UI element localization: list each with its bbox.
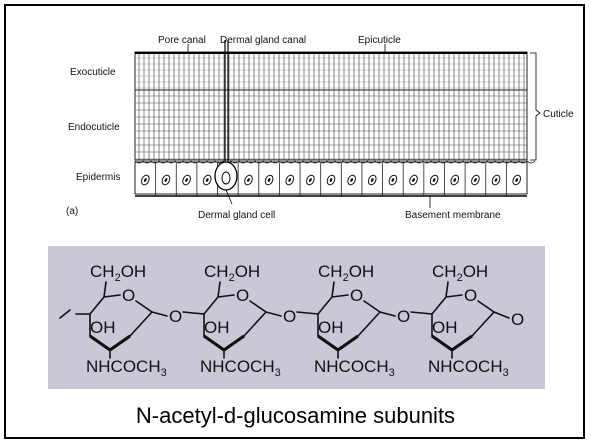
chitin-panel-background — [48, 246, 545, 389]
glycosidic-oxygen-label: O — [283, 307, 296, 326]
oh-label: OH — [432, 318, 458, 337]
ch2oh-label: CH2OH — [432, 262, 488, 284]
oh-label: OH — [90, 318, 116, 337]
epidermis-layer — [134, 161, 528, 195]
cuticle-diagram: Pore canal Dermal gland canal Epicuticle… — [66, 35, 574, 221]
pore-canal-lines — [138, 54, 525, 160]
caption: N-acetyl-d-glucosamine subunits — [135, 403, 456, 428]
nhcoch3-label: NHCOCH3 — [200, 357, 281, 379]
endocuticle-layer — [134, 89, 528, 161]
label-exocuticle: Exocuticle — [70, 67, 116, 78]
label-epicuticle: Epicuticle — [358, 35, 401, 46]
nhcoch3-label: NHCOCH3 — [428, 357, 509, 379]
label-basement-membrane: Basement membrane — [405, 210, 501, 221]
label-panel-a: (a) — [66, 206, 78, 217]
glucosamine-unit-2: CH2OH O OH NHCOCH3 — [200, 262, 281, 379]
label-pore-canal: Pore canal — [158, 35, 206, 46]
terminal-oxygen-label: O — [511, 310, 524, 329]
label-dermal-gland-cell: Dermal gland cell — [198, 210, 275, 221]
endocuticle-laminae — [134, 57, 536, 164]
ring-oxygen-label: O — [236, 286, 249, 305]
ch2oh-label: CH2OH — [318, 262, 374, 284]
glycosidic-oxygen-label: O — [169, 307, 182, 326]
label-endocuticle: Endocuticle — [68, 122, 120, 133]
ring-oxygen-label: O — [464, 286, 477, 305]
label-dermal-gland-canal: Dermal gland canal — [220, 35, 306, 46]
oh-label: OH — [318, 318, 344, 337]
glycosidic-oxygen-label: O — [397, 307, 410, 326]
oh-label: OH — [204, 318, 230, 337]
glucosamine-unit-3: CH2OH O OH NHCOCH3 — [314, 262, 395, 379]
nhcoch3-label: NHCOCH3 — [86, 357, 167, 379]
epidermis-cells — [141, 163, 521, 196]
glucosamine-unit-1: CH2OH O OH NHCOCH3 — [86, 262, 167, 379]
nhcoch3-label: NHCOCH3 — [314, 357, 395, 379]
ring-oxygen-label: O — [122, 286, 135, 305]
label-cuticle: Cuticle — [543, 109, 574, 120]
ch2oh-label: CH2OH — [90, 262, 146, 284]
ch2oh-label: CH2OH — [204, 262, 260, 284]
label-epidermis: Epidermis — [76, 172, 120, 183]
chitin-units: CH2OH O OH NHCOCH3 O CH2OH O OH NHCOCH3 O CH2OH O OH… — [86, 262, 524, 379]
ring-oxygen-label: O — [350, 286, 363, 305]
glucosamine-unit-4: CH2OH O OH NHCOCH3 — [428, 262, 509, 379]
chitin-bonds — [59, 281, 510, 359]
exocuticle-layer — [134, 51, 528, 91]
